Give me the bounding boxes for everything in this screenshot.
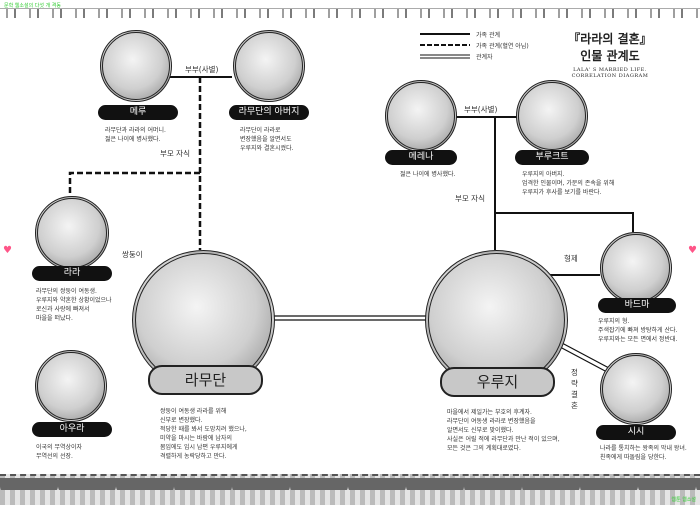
portrait-lala <box>35 196 109 270</box>
relation-couple-left: 부부(사별) <box>185 65 219 74</box>
watermark-bottom: 웹툰 웹소설 <box>671 497 696 503</box>
line-parents-lala <box>68 171 200 196</box>
desc-father: 라무단이 라라로 변장했음을 알면서도 우루지와 결혼시켰다. <box>240 127 294 152</box>
desc-sisi: 나라를 통치하는 왕족의 막내 왕녀. 친족에게 따돌림을 당한다. <box>600 445 687 461</box>
relation-parent-child-left: 부모 자식 <box>160 149 190 158</box>
portrait-father <box>233 30 305 102</box>
name-meru: 메루 <box>98 105 178 120</box>
bottom-scallop <box>0 478 700 490</box>
legend-double-line <box>420 54 470 59</box>
desc-burukt: 우루지의 아버지. 엄격한 인물이며, 가문의 존속을 위해 우루지가 후사를 … <box>522 171 615 196</box>
title-english: LALA' S MARRIED LIFE. CORRELATION DIAGRA… <box>571 67 649 79</box>
top-ornament-border <box>0 8 700 18</box>
desc-aura: 이국의 무역상이자 무역선의 선장. <box>36 444 83 460</box>
name-badma: 바드마 <box>598 298 676 313</box>
portrait-aura <box>35 350 107 422</box>
relation-couple-right: 부부(사별) <box>464 105 498 114</box>
relation-twins: 쌍둥이 <box>122 250 143 259</box>
desc-badma: 우루지의 형. 주색잡기에 빠져 방탕하게 산다. 우루지와는 모든 면에서 정… <box>598 318 678 343</box>
desc-ramudan: 쌍둥이 여동생 라라를 위해 신부로 변장했다. 적당한 때를 봐서 도망치려 … <box>160 408 247 460</box>
title-main: 『라라의 결혼』 <box>568 32 652 46</box>
legend-dashed-label: 가족 관계(혈연 아님) <box>476 43 529 50</box>
name-aura: 아우라 <box>32 422 112 437</box>
desc-lala: 라무단의 쌍둥이 여동생. 우루지와 약혼한 상황이었으나 로신과 사랑에 빠져… <box>36 288 112 322</box>
name-lala: 라라 <box>32 266 112 281</box>
desc-merena: 젊은 나이에 병사했다. <box>400 171 456 178</box>
relation-parent-child-right: 부모 자식 <box>455 194 485 203</box>
name-father: 라무단의 아버지 <box>229 105 309 120</box>
heart-icon: ♥ <box>688 245 697 256</box>
diagram-title: 『라라의 결혼』 인물 관계도 LALA' S MARRIED LIFE. CO… <box>555 30 665 79</box>
name-burukt: 부루크트 <box>515 150 589 165</box>
desc-meru: 라무단과 라라의 어머니. 젊은 나이에 병사했다. <box>105 127 166 143</box>
relation-political-marriage: 정략 결혼 <box>571 368 578 410</box>
watermark-top: 문학 웹소설의 다섯 개 격동 <box>4 3 61 9</box>
portrait-badma <box>600 232 672 304</box>
legend-solid-label: 가족 관계 <box>476 32 500 39</box>
portrait-merena <box>385 80 457 152</box>
line-uruji-sisi <box>559 342 610 373</box>
heart-icon: ♥ <box>3 245 12 256</box>
name-uruji: 우루지 <box>440 367 555 397</box>
name-sisi: 시시 <box>596 425 676 440</box>
line-ramudan-uruji <box>273 315 427 321</box>
line-parents-badma <box>495 212 634 232</box>
portrait-sisi <box>600 353 672 425</box>
legend-double-label: 관계자 <box>476 54 493 61</box>
portrait-burukt <box>516 80 588 152</box>
name-ramudan: 라무단 <box>148 365 263 395</box>
portrait-meru <box>100 30 172 102</box>
title-sub: 인물 관계도 <box>580 49 640 63</box>
desc-uruji: 마을에서 제일가는 부호의 후계자. 라무단이 여동생 라라로 변장했음을 알면… <box>447 409 560 452</box>
name-merena: 메레나 <box>385 150 457 165</box>
relation-brothers: 형제 <box>564 254 578 263</box>
